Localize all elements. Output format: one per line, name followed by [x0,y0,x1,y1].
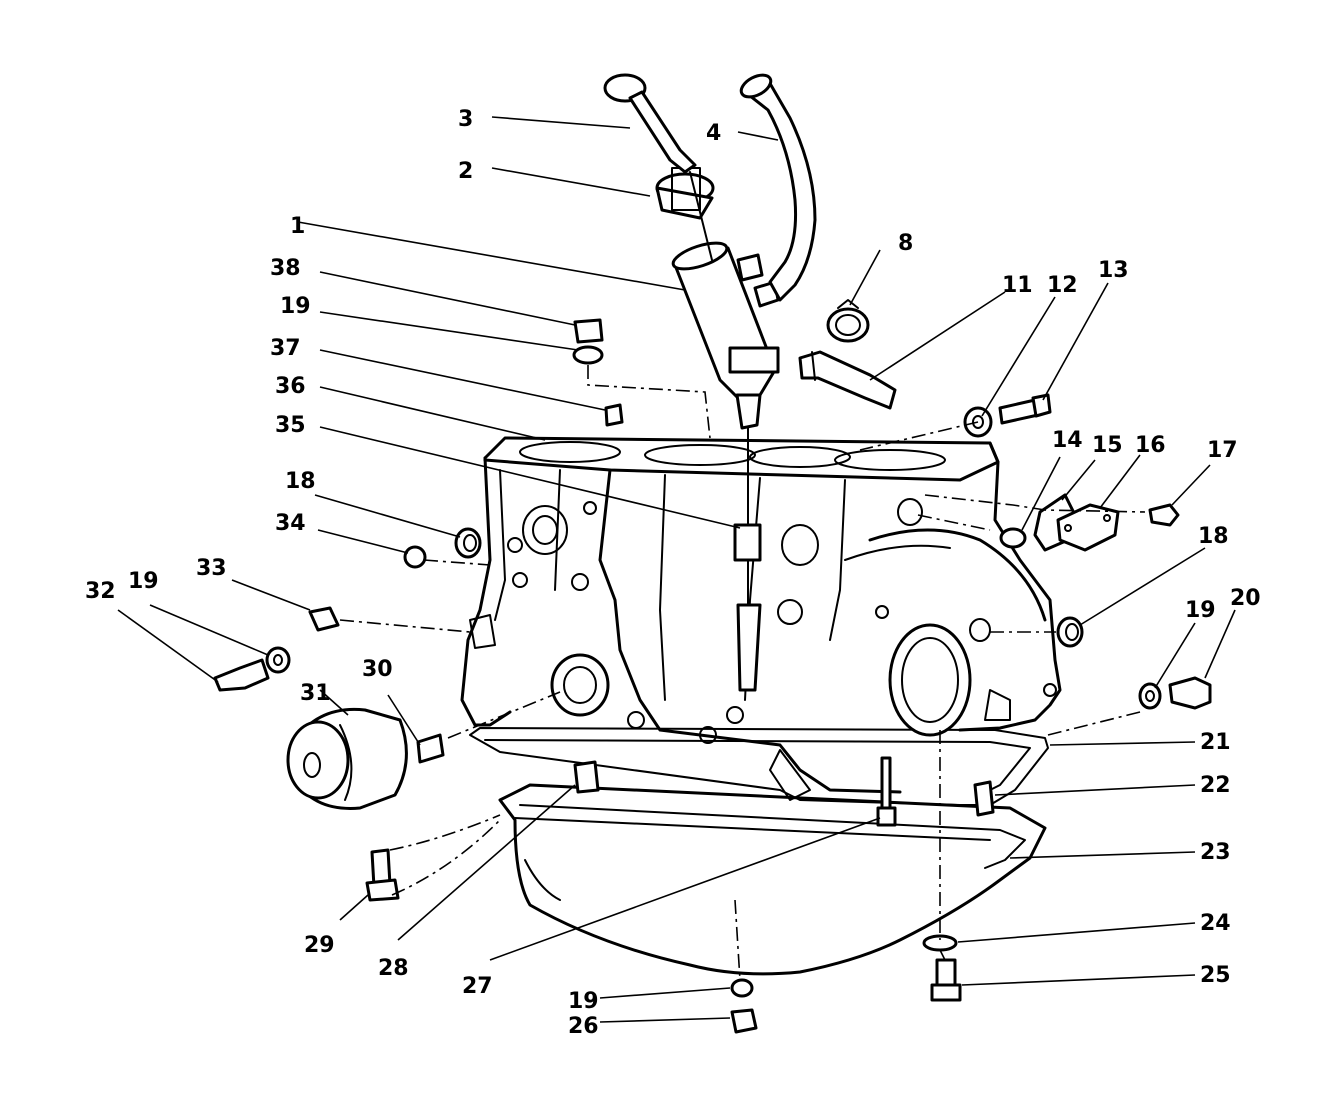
callout-37: 37 [270,336,301,361]
engine-block [460,436,1062,801]
callout-33: 33 [196,556,227,581]
callout-13: 13 [1098,258,1129,283]
drain-plug-right [1168,676,1212,710]
callout-19-left: 19 [128,569,159,594]
callout-17: 17 [1207,438,1238,463]
callout-20: 20 [1230,586,1261,611]
breather-housing [671,241,780,692]
callout-23: 23 [1200,840,1231,865]
callout-19-right: 19 [1185,598,1216,623]
callout-8: 8 [898,231,913,256]
plug-38 [572,318,604,365]
dowel-22 [973,780,995,817]
assembly-lines [339,365,1146,981]
washer-left [265,646,291,674]
hose-clip [826,299,870,343]
callout-31: 31 [300,681,331,706]
callout-12: 12 [1047,273,1078,298]
callout-34: 34 [275,511,306,536]
bolt [998,393,1052,425]
sealing-washer-right [1138,682,1162,710]
callout-19-bottom: 19 [568,989,599,1014]
callout-18-left: 18 [285,469,316,494]
breather-pipe [798,350,897,410]
cover-plate [1056,503,1120,552]
plug-33 [308,606,340,632]
plug-34 [403,545,427,569]
drain-plug-26 [730,1008,758,1034]
callout-16: 16 [1135,433,1166,458]
callout-3: 3 [458,107,473,132]
callout-4: 4 [706,121,721,146]
core-plug-left [454,527,482,559]
leader-lines [117,116,1236,1023]
callout-38: 38 [270,256,301,281]
callout-2: 2 [458,159,473,184]
pressure-switch [213,658,270,692]
oil-pan [498,783,1047,976]
dowel-28 [573,760,600,794]
breather-hose [739,73,817,302]
adaptor [416,733,445,764]
callout-35: 35 [275,413,306,438]
callout-labels: 1 2 3 4 8 11 12 13 14 15 16 17 18 18 19 … [85,107,1261,1039]
callout-25: 25 [1200,963,1231,988]
oil-filter [286,707,408,810]
bolt-29 [365,848,400,902]
callout-22: 22 [1200,773,1231,798]
callout-28: 28 [378,956,409,981]
cover-bolt [1148,503,1180,527]
callout-1: 1 [290,214,305,239]
callout-14: 14 [1052,428,1083,453]
core-plug-right [1056,616,1084,648]
callout-27: 27 [462,974,493,999]
callout-19-top: 19 [280,294,311,319]
bolt-25 [930,958,962,1002]
blanking-plug [999,527,1027,549]
callout-26: 26 [568,1014,599,1039]
dipstick [603,73,713,261]
callout-24: 24 [1200,911,1231,936]
washer-19-bottom [730,978,754,998]
dipstick-guide [655,167,715,220]
callout-21: 21 [1200,730,1231,755]
callout-32: 32 [85,579,116,604]
callout-11: 11 [1002,273,1033,298]
callout-30: 30 [362,657,393,682]
callout-36: 36 [275,374,306,399]
callout-29: 29 [304,933,335,958]
plug-37 [604,403,624,427]
callout-15: 15 [1092,433,1123,458]
callout-18-right: 18 [1198,524,1229,549]
oil-pan-gasket [469,727,1049,806]
